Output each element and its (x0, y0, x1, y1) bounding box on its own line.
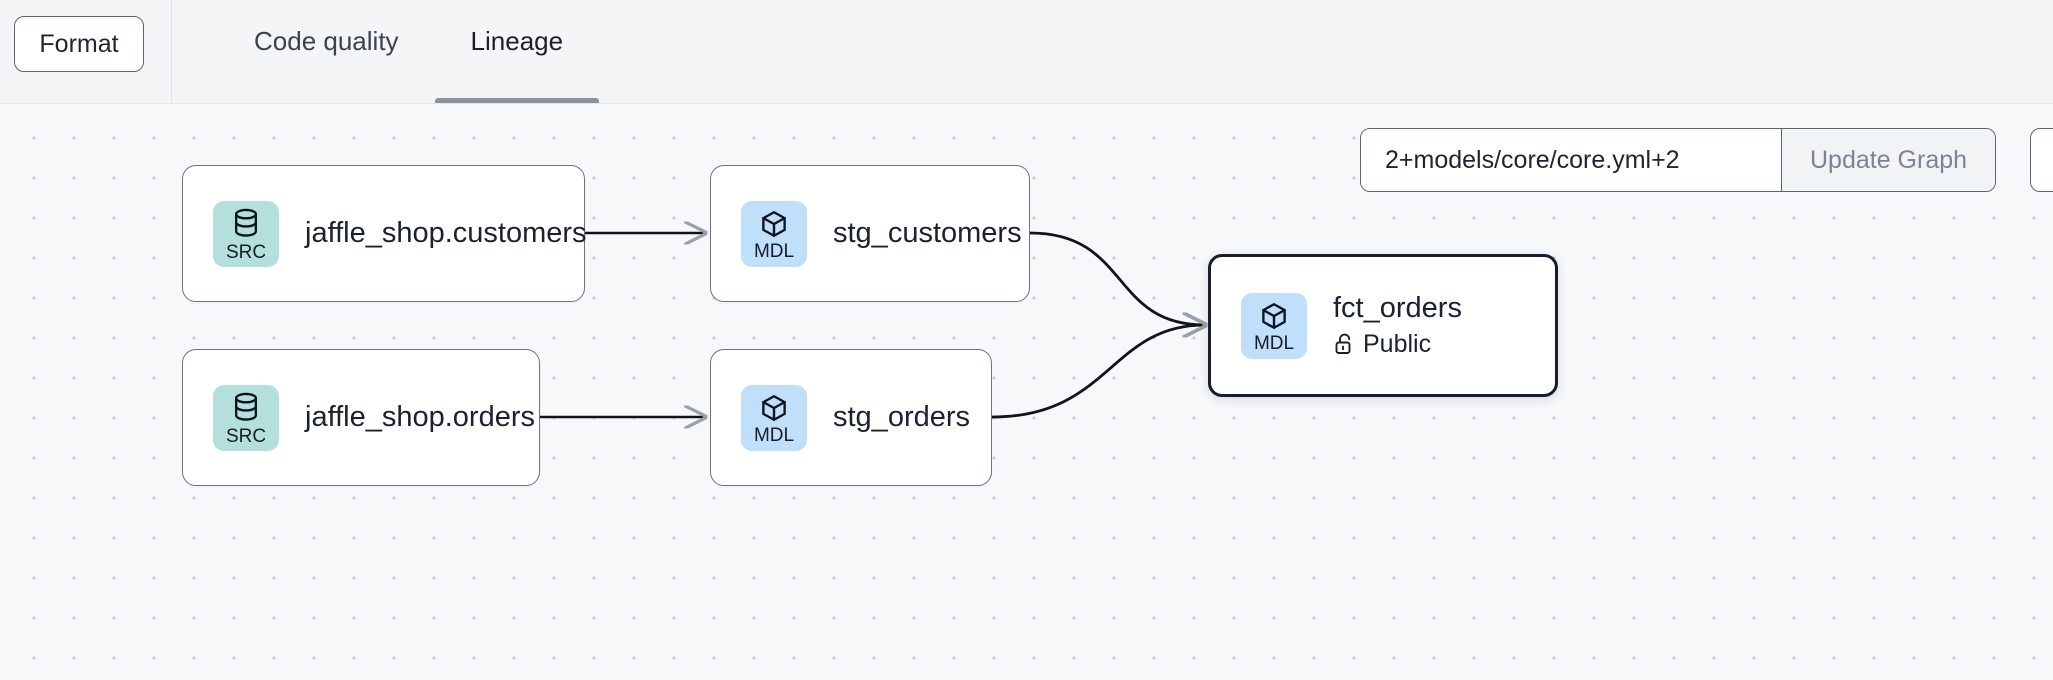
graph-selector-input[interactable] (1361, 129, 1781, 191)
node-text: fct_orders Public (1333, 292, 1462, 358)
model-badge: MDL (741, 384, 807, 451)
badge-label: MDL (753, 240, 795, 262)
node-text: stg_orders (833, 401, 970, 434)
source-badge: SRC (213, 200, 279, 267)
graph-extra-button[interactable] (2030, 128, 2053, 192)
update-graph-button[interactable]: Update Graph (1781, 129, 1996, 191)
tab-bar: Code quality Lineage (172, 0, 599, 103)
graph-selector-group: Update Graph (1360, 128, 1997, 192)
badge-label: MDL (1253, 332, 1295, 354)
lineage-canvas[interactable]: Update Graph SRC jaffle_shop.customers (0, 104, 2053, 680)
model-badge: MDL (741, 200, 807, 267)
node-title: stg_orders (833, 400, 971, 433)
visibility-label: Public (1363, 329, 1432, 358)
lineage-node-stg-orders[interactable]: MDL stg_orders (710, 349, 992, 486)
node-title: fct_orders (1333, 292, 1462, 325)
badge-label: MDL (753, 424, 795, 446)
node-title: stg_customers (833, 216, 1022, 249)
edge-stgorders-fctorders (991, 325, 1205, 419)
unlock-icon (1333, 332, 1355, 356)
node-title: jaffle_shop.customers (305, 216, 587, 249)
node-title: jaffle_shop.orders (305, 400, 536, 433)
toolbar: Format Code quality Lineage (0, 0, 2053, 104)
lineage-node-jaffle-shop-customers[interactable]: SRC jaffle_shop.customers (182, 165, 587, 302)
node-text: jaffle_shop.customers (305, 217, 587, 250)
lineage-node-fct-orders[interactable]: MDL fct_orders Public (1208, 254, 1558, 397)
tab-lineage[interactable]: Lineage (434, 0, 600, 103)
edge-stgcustomers-fctorders (1029, 231, 1205, 325)
node-text: stg_customers (833, 217, 1022, 250)
model-badge: MDL (1241, 292, 1307, 359)
graph-controls: Update Graph (1360, 128, 2053, 192)
cube-icon (759, 391, 789, 423)
cube-icon (1259, 299, 1289, 331)
badge-label: SRC (225, 241, 267, 263)
database-icon (231, 390, 261, 424)
cube-icon (759, 207, 789, 239)
format-button[interactable]: Format (14, 16, 144, 72)
node-text: jaffle_shop.orders (305, 401, 535, 434)
tab-code-quality[interactable]: Code quality (254, 26, 399, 56)
database-icon (231, 206, 261, 240)
lineage-node-stg-customers[interactable]: MDL stg_customers (710, 165, 1030, 302)
node-visibility: Public (1333, 330, 1462, 359)
badge-label: SRC (225, 425, 267, 447)
format-zone: Format (0, 0, 172, 103)
lineage-node-jaffle-shop-orders[interactable]: SRC jaffle_shop.orders (182, 349, 540, 486)
source-badge: SRC (213, 384, 279, 451)
